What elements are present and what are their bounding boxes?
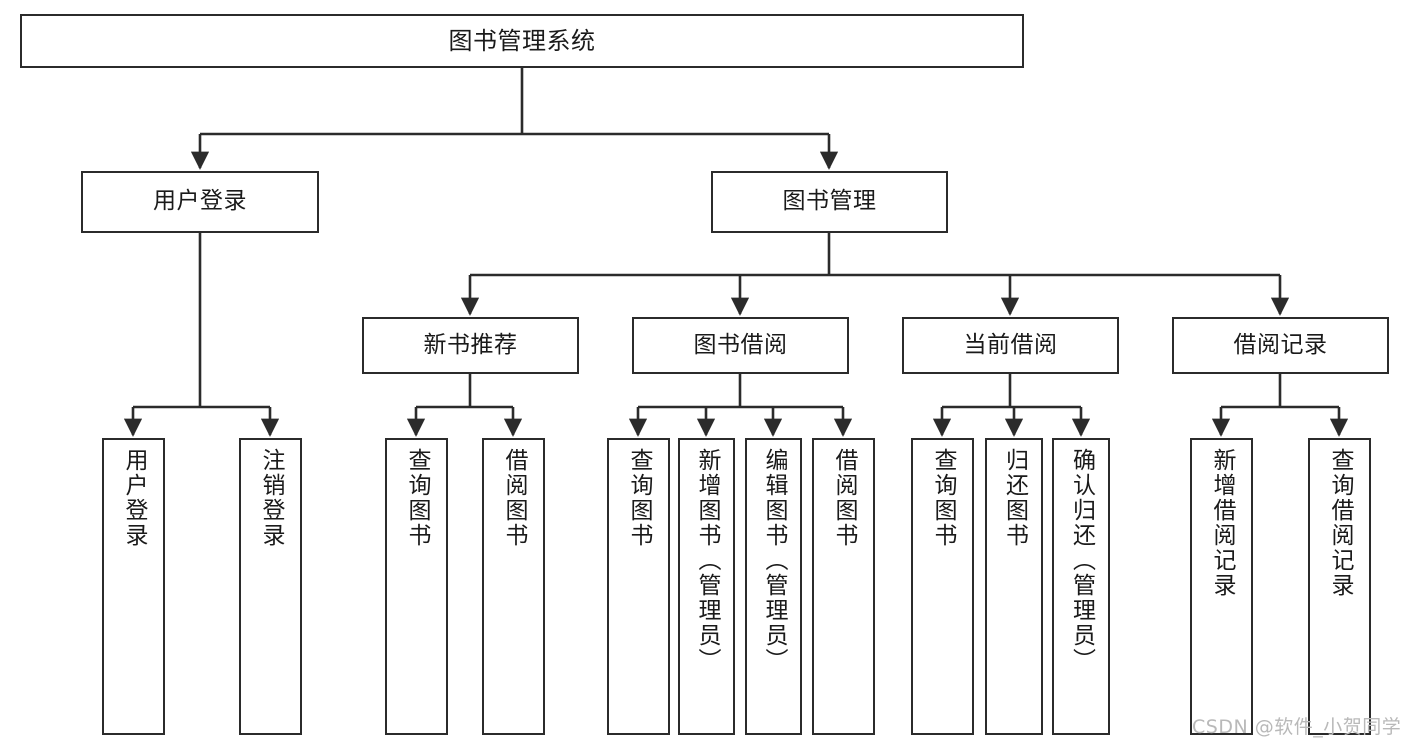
leaf-query-book-borrow[interactable]: 查询图书 xyxy=(607,438,670,735)
leaf-borrow-book-recommend[interactable]: 借阅图书 xyxy=(482,438,545,735)
leaf-add-book-admin[interactable]: 新增图书（管理员） xyxy=(678,438,735,735)
node-new-book-recommend[interactable]: 新书推荐 xyxy=(362,317,579,374)
leaf-borrow-book-recommend-label: 借阅图书 xyxy=(501,448,527,548)
node-current-borrow-label: 当前借阅 xyxy=(963,331,1058,358)
node-book-management-label: 图书管理 xyxy=(782,188,877,215)
node-new-book-recommend-label: 新书推荐 xyxy=(423,331,518,358)
leaf-return-book-label: 归还图书 xyxy=(1001,448,1028,548)
leaf-edit-book-admin[interactable]: 编辑图书（管理员） xyxy=(745,438,802,735)
node-book-management[interactable]: 图书管理 xyxy=(711,171,948,233)
leaf-borrow-book[interactable]: 借阅图书 xyxy=(812,438,875,735)
leaf-query-book-recommend[interactable]: 查询图书 xyxy=(385,438,448,735)
leaf-borrow-book-label: 借阅图书 xyxy=(831,448,857,548)
node-book-borrow-label: 图书借阅 xyxy=(693,331,788,358)
leaf-add-book-admin-label: 新增图书（管理员） xyxy=(694,448,720,673)
leaf-query-book-recommend-label: 查询图书 xyxy=(404,448,430,548)
node-book-borrow[interactable]: 图书借阅 xyxy=(632,317,849,374)
leaf-query-book-current-label: 查询图书 xyxy=(930,448,956,548)
leaf-logout[interactable]: 注销登录 xyxy=(239,438,302,735)
leaf-query-book-current[interactable]: 查询图书 xyxy=(911,438,974,735)
node-current-borrow[interactable]: 当前借阅 xyxy=(902,317,1119,374)
leaf-add-borrow-record[interactable]: 新增借阅记录 xyxy=(1190,438,1253,735)
leaf-add-borrow-record-label: 新增借阅记录 xyxy=(1209,448,1235,598)
leaf-confirm-return-admin[interactable]: 确认归还（管理员） xyxy=(1052,438,1110,735)
csdn-watermark: CSDN @软件_小贺同学 xyxy=(1192,716,1402,738)
node-user-login[interactable]: 用户登录 xyxy=(81,171,319,233)
leaf-logout-label: 注销登录 xyxy=(258,448,284,548)
leaf-query-book-borrow-label: 查询图书 xyxy=(626,448,652,548)
leaf-return-book[interactable]: 归还图书 xyxy=(985,438,1043,735)
node-root[interactable]: 图书管理系统 xyxy=(20,14,1024,68)
node-borrow-records-label: 借阅记录 xyxy=(1233,331,1328,358)
node-user-login-label: 用户登录 xyxy=(153,188,247,215)
leaf-query-borrow-record[interactable]: 查询借阅记录 xyxy=(1308,438,1371,735)
leaf-confirm-return-admin-label: 确认归还（管理员） xyxy=(1068,448,1095,673)
leaf-edit-book-admin-label: 编辑图书（管理员） xyxy=(761,448,787,673)
leaf-query-borrow-record-label: 查询借阅记录 xyxy=(1327,448,1353,598)
leaf-user-login-label: 用户登录 xyxy=(121,448,147,548)
node-borrow-records[interactable]: 借阅记录 xyxy=(1172,317,1389,374)
leaf-user-login[interactable]: 用户登录 xyxy=(102,438,165,735)
node-root-label: 图书管理系统 xyxy=(448,26,596,55)
